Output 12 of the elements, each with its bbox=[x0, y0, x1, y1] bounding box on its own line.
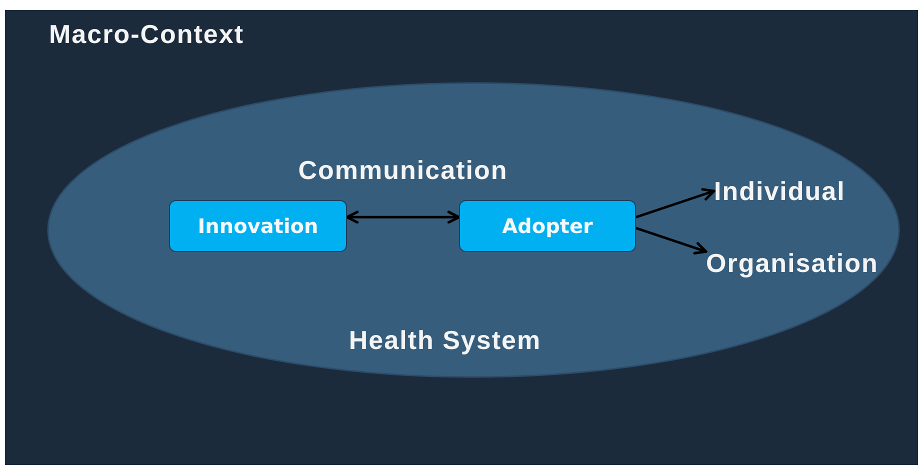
panel-heading: Macro-Context bbox=[49, 19, 244, 49]
arrow bbox=[636, 188, 716, 218]
process-box: Innovation bbox=[169, 200, 347, 252]
node-label: Individual bbox=[714, 176, 846, 206]
region-label: Health System bbox=[348, 325, 542, 355]
process-box: Adopter bbox=[459, 200, 636, 252]
ellipse-region bbox=[47, 82, 900, 378]
arrow bbox=[636, 226, 708, 255]
node-label: Organisation bbox=[706, 248, 878, 278]
context-panel bbox=[5, 10, 918, 465]
double-arrow bbox=[346, 210, 460, 224]
edge-label: Communication bbox=[298, 155, 508, 186]
